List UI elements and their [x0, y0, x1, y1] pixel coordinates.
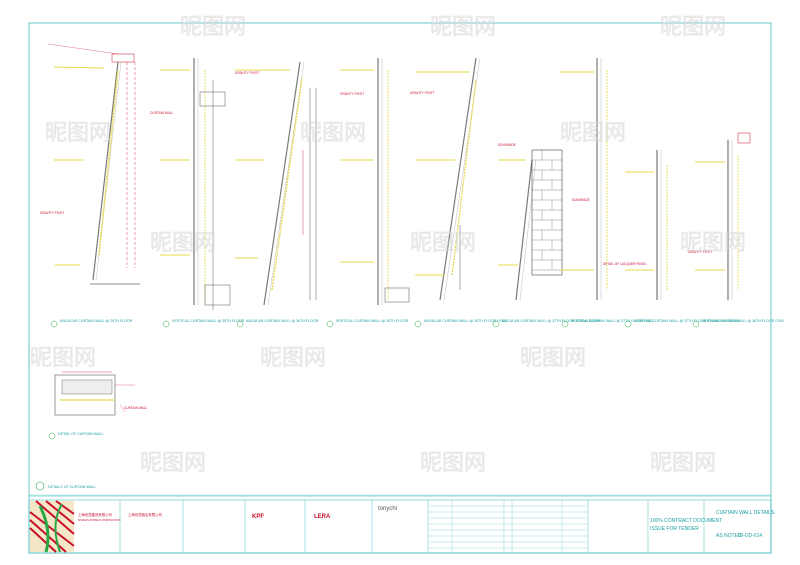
- caption-7: VERTICAL CURTAIN WALL @ 37TH FLOOR POOL: [571, 319, 654, 323]
- callout-6: SUNSHADE: [498, 143, 516, 147]
- svg-text:昵图网: 昵图网: [140, 451, 206, 476]
- svg-text:昵图网: 昵图网: [560, 121, 626, 146]
- lera-logo: LERA: [314, 514, 331, 520]
- scale: AS NOTED: [716, 533, 742, 539]
- callout-4: GRAVITY PIVOT: [340, 92, 364, 96]
- caption-2: VERTICAL CURTAIN WALL @ 35TH FLOOR: [172, 319, 245, 323]
- client-name: 上海世茂建设有限公司: [78, 512, 112, 517]
- svg-text:昵图网: 昵图网: [520, 346, 586, 371]
- svg-text:昵图网: 昵图网: [430, 15, 496, 40]
- svg-text:昵图网: 昵图网: [420, 451, 486, 476]
- legend-label: DETAILS OF CURTAIN WALL: [48, 485, 96, 489]
- legend: DETAILS OF CURTAIN WALL: [35, 481, 96, 491]
- svg-text:昵图网: 昵图网: [410, 231, 476, 256]
- sheet-title: CURTAIN WALL DETAILS: [716, 510, 775, 516]
- callout-1: GRAVITY PIVOT: [40, 211, 64, 215]
- svg-text:昵图网: 昵图网: [45, 121, 111, 146]
- tonychi-logo: tonychi: [378, 506, 397, 512]
- drawing-number: ID-OD-614: [738, 533, 762, 539]
- svg-text:昵图网: 昵图网: [300, 121, 366, 146]
- section-3: GRAVITY PIVOT: [235, 61, 317, 306]
- caption-9: VERTICAL CURTAIN WALL @ 38TH FLOOR GYM: [702, 319, 784, 323]
- svg-text:昵图网: 昵图网: [30, 346, 96, 371]
- client-name-en: SHANGHAI SHIMAO CONSTRUCTION: [78, 519, 121, 522]
- svg-text:昵图网: 昵图网: [180, 15, 246, 40]
- callout-9: GRAVITY PIVOT: [688, 250, 712, 254]
- caption-4: VERTICAL CURTAIN WALL @ 36TH FLOOR: [336, 319, 409, 323]
- callout-5: GRAVITY PIVOT: [410, 91, 434, 95]
- section-captions: ANGULAR CURTAIN WALL @ 26TH FLOOR VERTIC…: [50, 319, 784, 328]
- client-logo: [29, 500, 75, 553]
- section-2: CURTAIN WALL: [150, 58, 231, 310]
- section-1: GRAVITY PIVOT: [40, 43, 140, 285]
- caption-1: ANGULAR CURTAIN WALL @ 26TH FLOOR: [60, 319, 133, 323]
- curtain-wall-detail: CURTAIN WALL DETAIL OF CURTAIN WALL: [48, 371, 148, 440]
- svg-text:昵图网: 昵图网: [150, 231, 216, 256]
- callout-7: SUNSHADE: [572, 198, 590, 202]
- caption-3: ANGULAR CURTAIN WALL @ 36TH FLOOR: [246, 319, 319, 323]
- callout-8: DETAIL OF LACQUER PANEL: [603, 262, 647, 266]
- callout-2: CURTAIN WALL: [150, 111, 174, 115]
- section-5: GRAVITY PIVOT: [410, 57, 481, 301]
- title-block: 上海世茂建设有限公司 SHANGHAI SHIMAO CONSTRUCTION …: [28, 499, 775, 554]
- section-4: GRAVITY PIVOT: [340, 58, 410, 305]
- callout-3: GRAVITY PIVOT: [235, 71, 259, 75]
- kpf-logo: KPF: [252, 514, 264, 520]
- svg-text:昵图网: 昵图网: [660, 15, 726, 40]
- caption-8: VERTICAL CURTAIN WALL @ 37TH FLOOR CHANG…: [634, 319, 739, 323]
- caption-5: ANGULAR CURTAIN WALL @ 36TH FLOOR POOL: [424, 319, 507, 323]
- section-6: SUNSHADE: [498, 143, 563, 301]
- section-8: [625, 150, 668, 300]
- section-7: SUNSHADE DETAIL OF LACQUER PANEL: [560, 58, 647, 300]
- status-line-2: ISSUE FOR TENDER: [650, 526, 699, 532]
- watermark: 昵图网 昵图网 昵图网 昵图网 昵图网 昵图网 昵图网 昵图网 昵图网 昵图网 …: [30, 15, 746, 476]
- section-9: GRAVITY PIVOT: [688, 132, 751, 300]
- svg-text:昵图网: 昵图网: [650, 451, 716, 476]
- svg-text:昵图网: 昵图网: [680, 231, 746, 256]
- detail-caption: DETAIL OF CURTAIN WALL: [58, 432, 103, 436]
- caption-6: ANGULAR CURTAIN WALL @ 37TH FLOOR STEAM …: [502, 319, 600, 323]
- detail-callout: CURTAIN WALL: [124, 406, 148, 410]
- company-name: 上海世茂酒店有限公司: [128, 512, 162, 517]
- status-line-1: 100% CONTRACT DOCUMENT: [650, 518, 722, 524]
- svg-text:昵图网: 昵图网: [260, 346, 326, 371]
